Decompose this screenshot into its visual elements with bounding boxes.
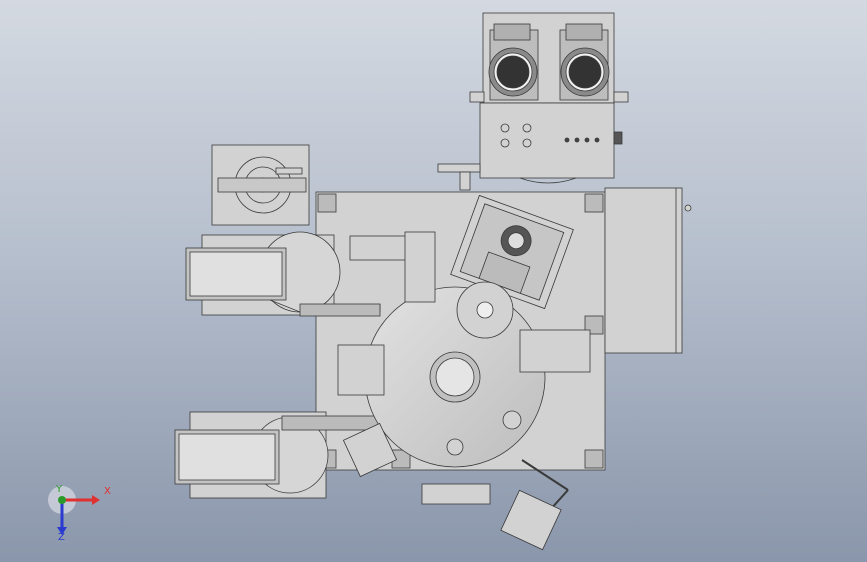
right-manipulator	[519, 329, 591, 373]
coordinate-triad	[48, 486, 100, 535]
left-manipulator	[337, 344, 385, 396]
processing-module	[450, 194, 574, 310]
triad-y-label: Y	[56, 484, 63, 495]
top-manipulator	[404, 231, 436, 303]
rotary-table	[364, 286, 546, 468]
upper-conveyor	[185, 231, 411, 317]
triad-x-label: X	[104, 486, 111, 497]
lower-conveyor	[174, 411, 393, 499]
pendant-arm	[500, 459, 569, 551]
triad-z-label: Z	[58, 532, 65, 543]
bottom-fixture	[421, 483, 491, 505]
motor-housing	[469, 12, 629, 104]
control-box	[437, 102, 623, 191]
side-cabinet	[604, 187, 692, 354]
lower-manipulator	[342, 422, 398, 478]
inset-detail-view	[211, 144, 310, 226]
